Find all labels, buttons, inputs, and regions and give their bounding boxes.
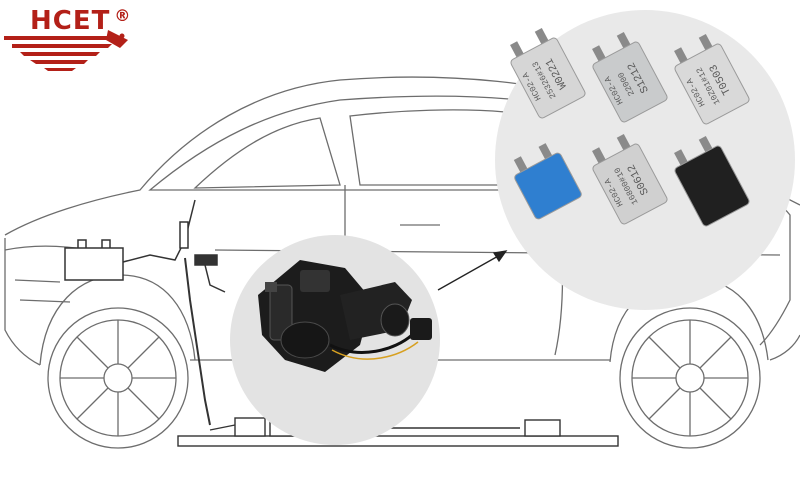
thermal-protector-4: [513, 143, 582, 220]
protector-body: [592, 41, 668, 123]
protector-body: [510, 37, 586, 119]
protector-body: [514, 152, 582, 220]
thermal-protector-6: [674, 136, 750, 227]
red-eagle-wing-logo: [4, 30, 128, 71]
battery-and-wiring: [64, 199, 226, 426]
registered-mark: ®: [114, 6, 132, 25]
seat-motor-callout: [230, 235, 440, 445]
protector-body: [592, 143, 668, 225]
arrow-icon: [437, 250, 508, 291]
brand-name: HCET®: [30, 6, 132, 36]
protector-body: [674, 145, 750, 227]
seat-adjuster-motor: [258, 260, 432, 372]
front-wheel: [47, 307, 189, 449]
protector-body: [674, 43, 750, 125]
rear-wheel: [619, 307, 761, 449]
brand-logo: [4, 30, 128, 71]
